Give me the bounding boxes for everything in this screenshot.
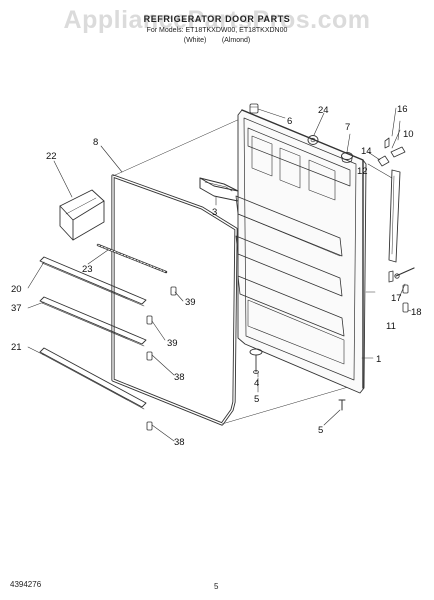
callout-20: 20 [11, 284, 22, 295]
models-line: For Models: ET18TKXDW00, ET18TKXDN00 [146, 27, 288, 34]
end-cap-39 [170, 286, 177, 296]
end-cap-38 [146, 351, 153, 361]
variants-line: (White) (Almond) [183, 37, 251, 44]
end-cap-38 [146, 421, 153, 431]
callout-8: 8 [93, 137, 98, 148]
callout-7: 7 [345, 122, 350, 133]
hinge-cover-cap [307, 135, 319, 145]
callout-14: 14 [361, 146, 372, 157]
projection-line [112, 117, 243, 177]
callout-1: 1 [376, 354, 381, 365]
dairy-door [199, 177, 239, 202]
callout-22: 22 [46, 151, 57, 162]
callout-21: 21 [11, 342, 22, 353]
callout-4: 4 [254, 378, 259, 389]
door-stop [249, 348, 263, 374]
page-number: 5 [214, 582, 219, 591]
callout-18: 18 [411, 307, 422, 318]
callout-11: 11 [386, 321, 396, 332]
shelf-retainer-37 [39, 296, 147, 347]
rod [96, 243, 168, 274]
end-cap-39 [146, 315, 153, 325]
leader-lines [27, 107, 412, 442]
callout-5: 5 [318, 425, 323, 436]
door-gasket [111, 174, 238, 426]
door-cover [59, 189, 105, 241]
callout-3: 3 [212, 207, 217, 218]
callout-38: 38 [174, 437, 185, 448]
callout-labels: 1 3 4 5 5 6 7 8 10 11 12 14 16 17 18 20 … [11, 104, 422, 448]
callout-12: 12 [357, 166, 368, 177]
callout-23: 23 [82, 264, 93, 275]
callout-5: 5 [254, 394, 259, 405]
document-number: 4394276 [10, 580, 42, 589]
watermark: AppliancePartsPros.com [63, 6, 371, 34]
top-cap [249, 103, 259, 114]
callout-39: 39 [167, 338, 178, 349]
refrigerator-door [235, 109, 367, 394]
projection-line [221, 384, 356, 425]
shelf-retainer-20 [39, 256, 147, 307]
bottom-hinge-assembly [388, 267, 415, 313]
top-hinge-assembly [377, 137, 406, 167]
diagram-title: REFRIGERATOR DOOR PARTS [143, 14, 291, 24]
door-handle [388, 169, 401, 263]
shelf-retainer-21 [39, 347, 147, 410]
door-screw [338, 399, 346, 411]
callout-16: 16 [397, 104, 408, 115]
callout-38: 38 [174, 372, 185, 383]
callout-37: 37 [11, 303, 22, 314]
callout-6: 6 [287, 116, 292, 127]
callout-10: 10 [403, 129, 414, 140]
callout-17: 17 [391, 293, 402, 304]
callout-24: 24 [318, 105, 329, 116]
hinge-plug [341, 152, 353, 163]
callout-39: 39 [185, 297, 196, 308]
